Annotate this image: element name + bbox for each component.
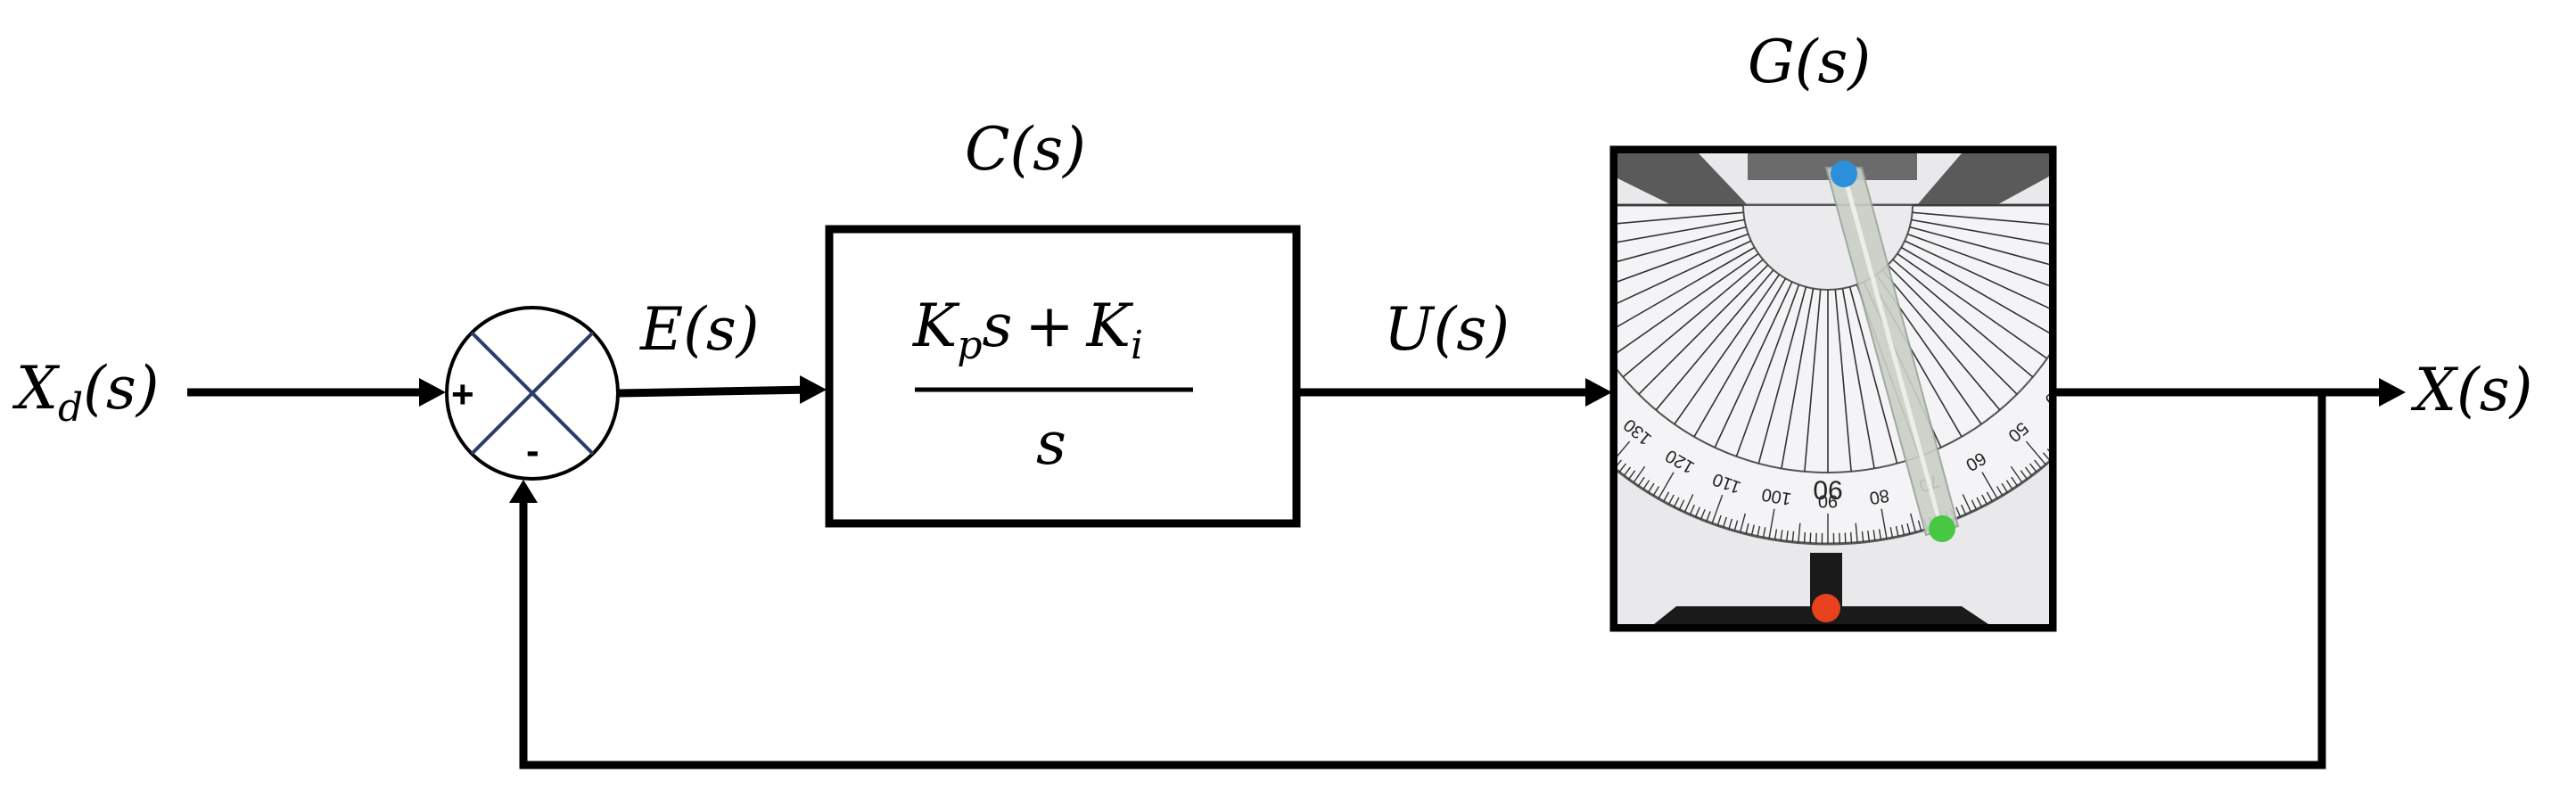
protractor-label: 20 xyxy=(2094,293,2119,318)
green-marker xyxy=(1929,515,1955,542)
summing-junction: + - xyxy=(445,306,620,481)
blue-marker xyxy=(1831,160,1857,187)
protractor-center-reading: 06 xyxy=(1813,476,1842,506)
control-label: U(s) xyxy=(1384,295,1510,364)
plant-photo: 1020304050607080901001101201301401501601… xyxy=(1525,153,2131,624)
protractor-label: 150 xyxy=(1556,335,1588,371)
protractor-label: 160 xyxy=(1535,289,1564,324)
error-arrowhead xyxy=(800,375,827,404)
output-label: X(s) xyxy=(2410,356,2532,424)
red-marker xyxy=(1812,594,1840,622)
minus-sign: - xyxy=(526,429,539,473)
feedback-arrowhead xyxy=(509,480,538,503)
protractor-label: 80 xyxy=(1868,485,1891,508)
plus-sign: + xyxy=(451,373,474,416)
controller-block: Kps+Ki s xyxy=(825,225,1301,528)
error-arrow xyxy=(617,385,814,398)
protractor-label: 30 xyxy=(2070,340,2097,366)
controller-title: C(s) xyxy=(965,115,1086,184)
input-label: Xd(s) xyxy=(12,354,160,431)
output-arrowhead xyxy=(2379,378,2406,407)
protractor-label: 170 xyxy=(1525,240,1549,273)
protractor-label: 10 xyxy=(2108,245,2131,268)
protractor: 1020304050607080901001101201301401501601… xyxy=(1525,203,2131,546)
plant-block: 1020304050607080901001101201301401501601… xyxy=(1525,145,2131,632)
error-label: E(s) xyxy=(639,295,760,364)
controller-numerator: Kps+Ki xyxy=(912,292,1143,368)
plant-title: G(s) xyxy=(1748,28,1871,96)
input-arrowhead xyxy=(419,378,446,407)
protractor-label: 40 xyxy=(2041,382,2069,409)
feedback-path xyxy=(519,392,2326,769)
control-arrowhead xyxy=(1585,378,1612,407)
protractor-label: 90 xyxy=(1818,491,1838,511)
controller-denominator: s xyxy=(1036,409,1066,478)
